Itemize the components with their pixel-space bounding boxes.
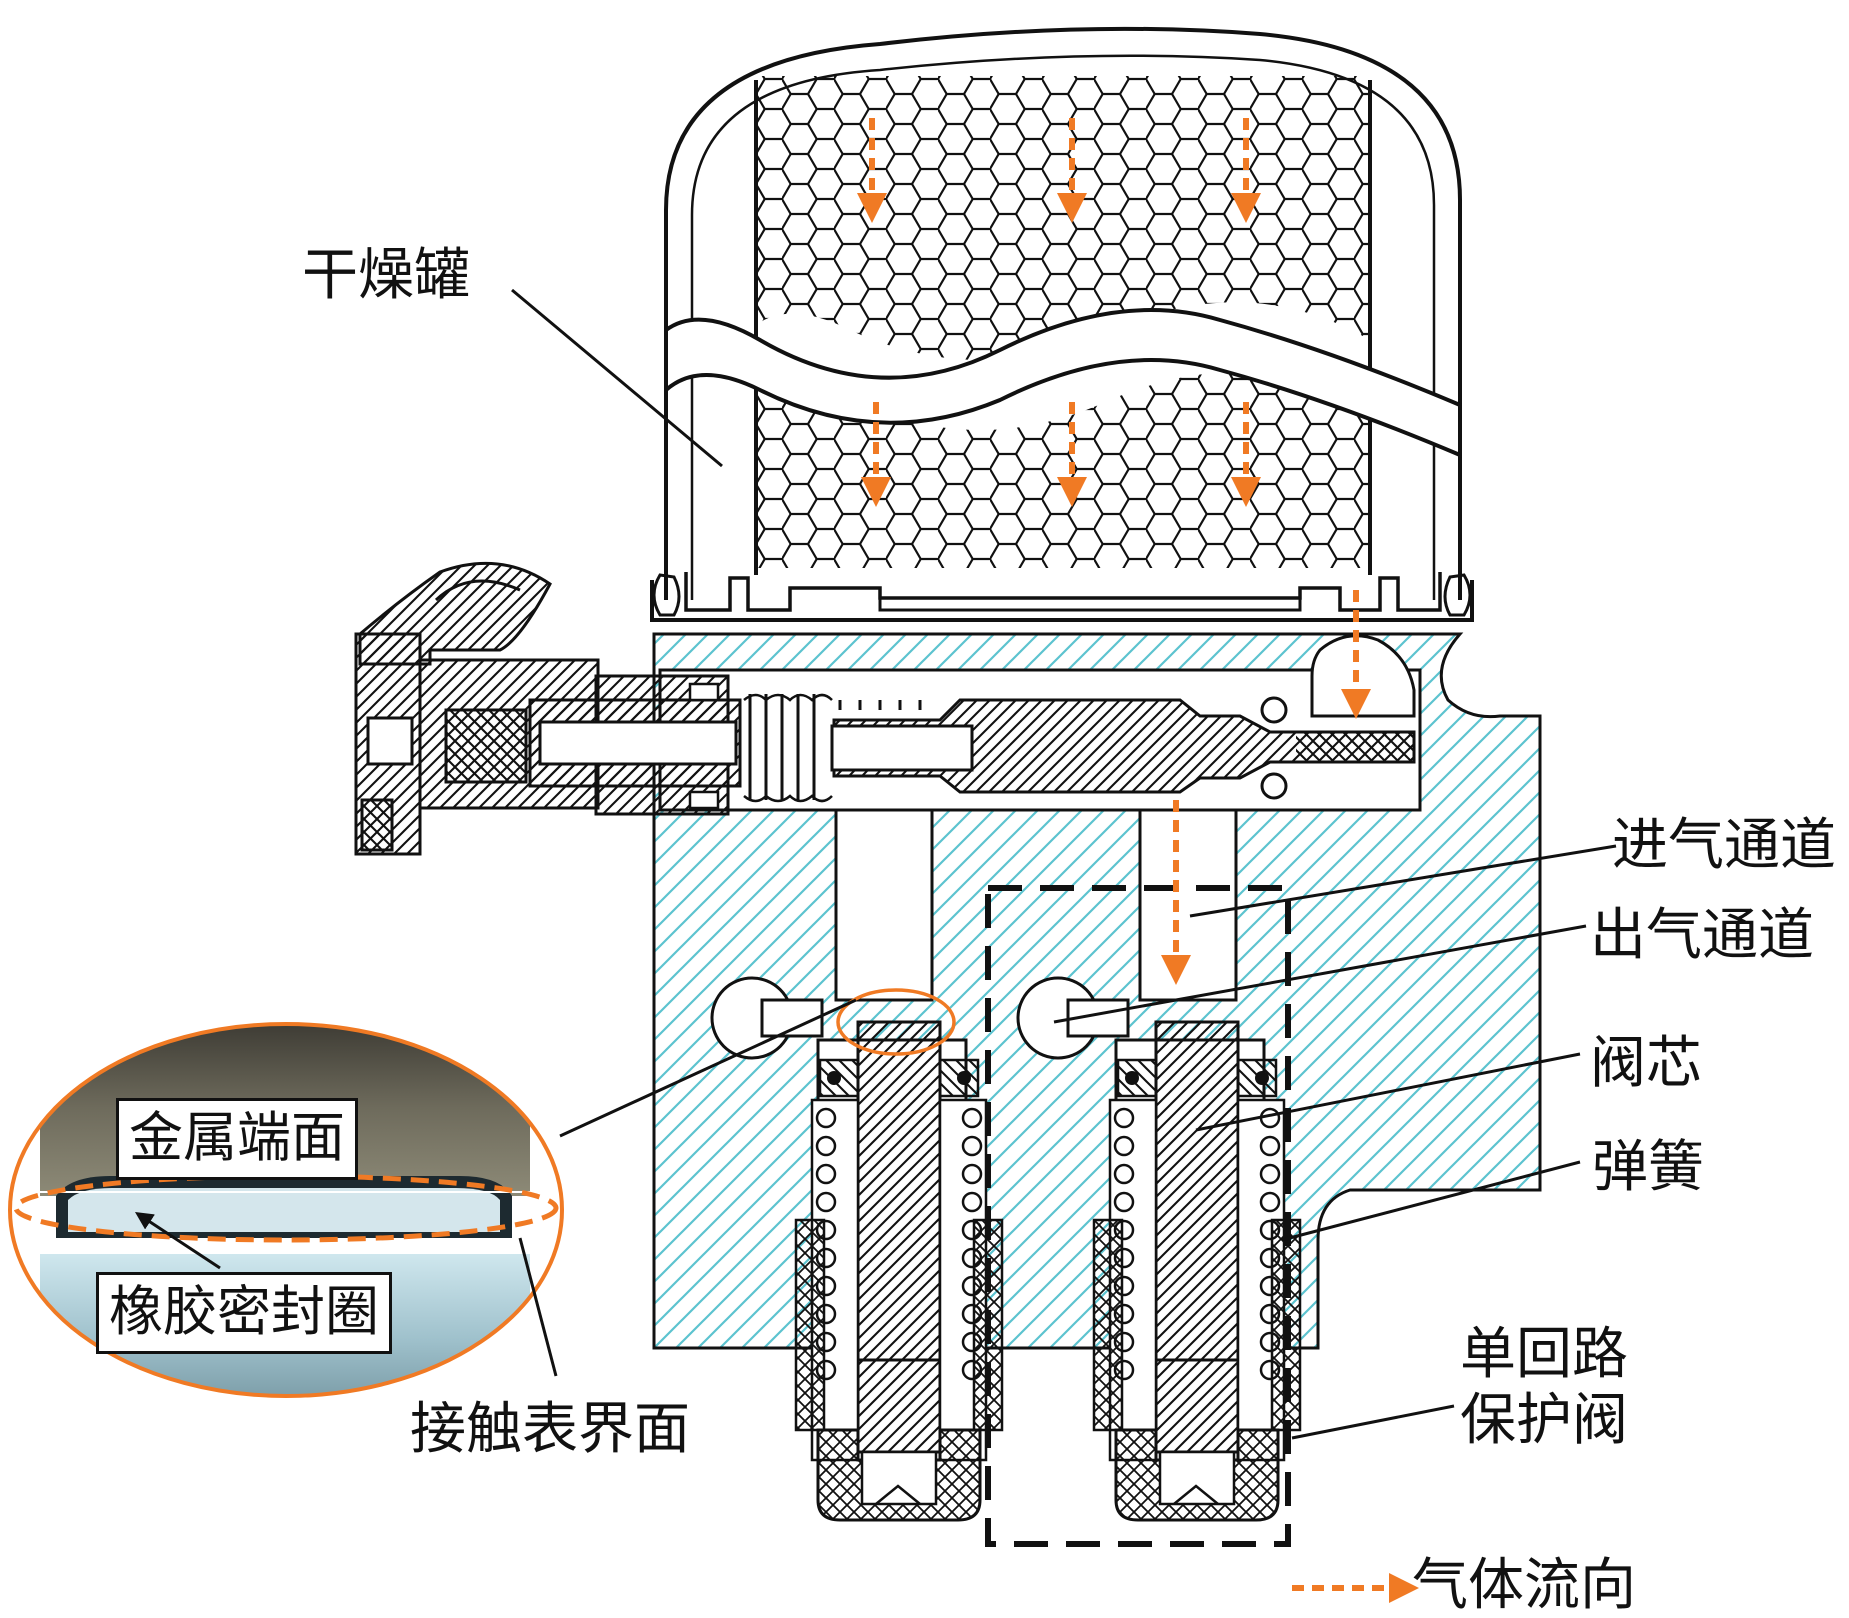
label-outlet-passage: 出气通道	[1590, 903, 1814, 968]
valve-core-left	[856, 1020, 942, 1454]
leader-lines	[511, 288, 1617, 1440]
label-metal-end-face: 金属端面	[116, 1098, 358, 1180]
label-protection-valve-line2: 保护阀	[1460, 1388, 1628, 1454]
valve-core-right	[1154, 1020, 1240, 1454]
drying-canister	[650, 26, 1474, 622]
label-rubber-seal-ring: 橡胶密封圈	[96, 1272, 392, 1354]
left-valve	[794, 1020, 1004, 1522]
label-inlet-passage: 进气通道	[1612, 813, 1836, 878]
label-protection-valve-line1: 单回路	[1460, 1322, 1628, 1387]
label-spring: 弹簧	[1592, 1135, 1704, 1200]
canister-shell	[664, 26, 1462, 600]
protection-valve-boundary	[985, 885, 1291, 1547]
gas-flow-arrows	[857, 118, 1371, 985]
canister-base	[650, 580, 1474, 622]
right-valve	[1092, 1020, 1302, 1522]
label-single-circuit-protection-valve: 单回路 保护阀	[1460, 1322, 1628, 1454]
control-spring	[748, 694, 816, 800]
label-contact-interface: 接触表界面	[410, 1397, 690, 1462]
legend-gas-flow-direction: 气体流向	[1412, 1553, 1636, 1618]
seal-highlight-ring	[836, 988, 956, 1056]
label-valve-core: 阀芯	[1590, 1031, 1702, 1096]
seal-zoom-inset	[8, 1022, 564, 1398]
label-drying-canister: 干燥罐	[302, 243, 470, 308]
control-valve-assembly	[354, 561, 1416, 856]
